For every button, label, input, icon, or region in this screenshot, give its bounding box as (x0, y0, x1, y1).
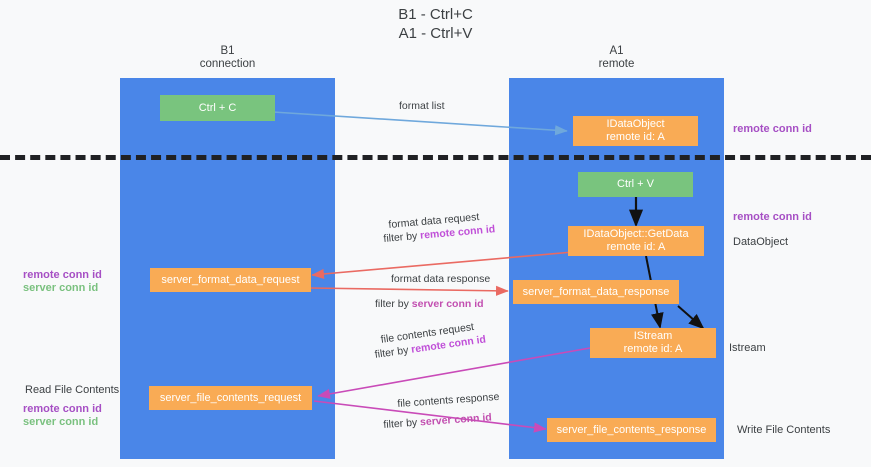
edge-format-data-request (311, 251, 574, 280)
box-ctrl-c[interactable]: Ctrl + C (160, 95, 275, 121)
box-idataobject-getdata[interactable]: IDataObject::GetData remote id: A (568, 226, 704, 256)
edge-format-list (272, 111, 568, 136)
label-filter-prefix: filter by (383, 416, 421, 431)
label-format-data-response-filter: filter by server conn id (375, 298, 484, 311)
box-ctrl-v[interactable]: Ctrl + V (578, 172, 693, 197)
note-left-remote-conn-id: remote conn id (23, 269, 102, 281)
note-read-file-contents: Read File Contents (25, 384, 120, 396)
note-left-remote-conn-id-2: remote conn id (23, 403, 102, 415)
note-left-server-conn-id: server conn id (23, 282, 99, 294)
box-server-format-data-request[interactable]: server_format_data_request (150, 268, 311, 292)
label-format-data-response: format data response (391, 273, 491, 285)
box-server-file-contents-response[interactable]: server_file_contents_response (547, 418, 716, 442)
page-title: B1 - Ctrl+C A1 - Ctrl+V (398, 6, 473, 42)
note-remote-conn-id-mid: remote conn id (733, 211, 812, 223)
edge-file-contents-request (317, 347, 591, 399)
lane-header-a1: A1 remote (598, 45, 635, 70)
box-server-format-data-response[interactable]: server_format_data_response (513, 280, 679, 304)
label-filter-prefix: filter by (383, 229, 421, 245)
box-idataobject[interactable]: IDataObject remote id: A (573, 116, 698, 146)
edge-format-data-response (309, 285, 509, 296)
note-remote-conn-id-top: remote conn id (733, 123, 812, 135)
edge-response-to-istream (677, 305, 705, 330)
note-left-server-conn-id-2: server conn id (23, 416, 99, 428)
label-filter-value: server conn id (411, 298, 484, 310)
box-server-file-contents-request[interactable]: server_file_contents_request (149, 386, 312, 410)
note-dataobject: DataObject (733, 236, 789, 248)
note-istream: Istream (729, 342, 766, 354)
edge-file-contents-response (313, 400, 547, 433)
box-istream[interactable]: IStream remote id: A (590, 328, 716, 358)
lane-header-b1: B1 connection (199, 45, 256, 70)
label-format-list: format list (399, 100, 445, 112)
phase-divider (0, 155, 871, 160)
note-write-file-contents: Write File Contents (737, 424, 831, 436)
label-filter-prefix: filter by (375, 298, 412, 310)
